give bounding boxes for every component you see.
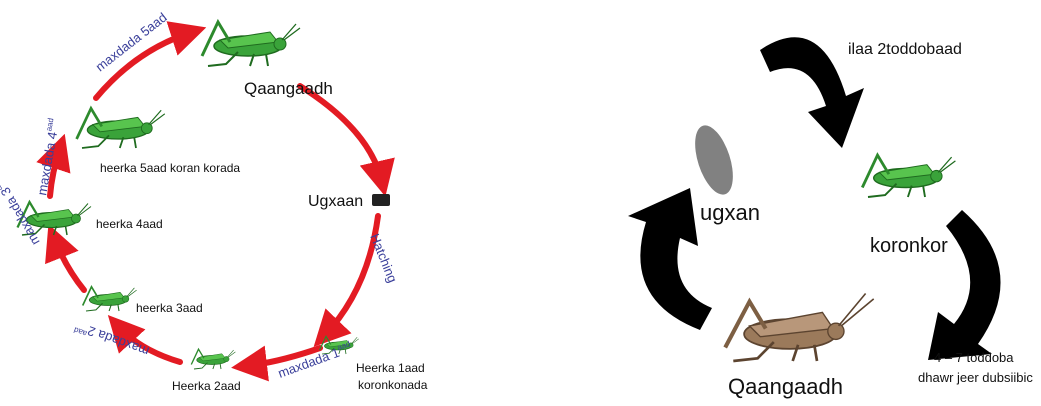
duration-2-label: maxdada 2aad — [73, 319, 151, 361]
arrow-nymph-to-adult — [928, 210, 1001, 360]
stage-adult-label: Qaangaadh — [244, 79, 333, 98]
nymph5-grasshopper-icon — [75, 107, 167, 150]
arrow-n2-to-n3 — [107, 314, 183, 365]
arrow-egg-to-n1 — [313, 213, 381, 347]
nymph2-grasshopper-icon — [190, 348, 237, 370]
right-adult-label: Qaangaadh — [728, 374, 843, 399]
stage-n1-label-a: Heerka 1aad — [356, 361, 425, 375]
nymph3-grasshopper-icon — [81, 285, 138, 312]
adult-grasshopper-left-icon — [200, 20, 302, 68]
right-duration-1-label: 4 – 7 toddoba — [934, 350, 1014, 365]
arrow-egg-to-nymph — [760, 37, 864, 148]
stage-n2-label: Heerka 2aad — [172, 379, 241, 393]
arrow-adult-to-egg — [297, 83, 395, 197]
egg-pod-icon — [372, 194, 390, 206]
right-nymph-label: koronkor — [870, 235, 948, 257]
left-cycle-arrows — [36, 21, 395, 382]
right-cycle-arrows — [628, 37, 1001, 360]
stage-n4-label: heerka 4aad — [96, 217, 163, 231]
right-egg-label: ugxan — [700, 200, 760, 225]
nymph-grasshopper-icon — [860, 153, 957, 199]
arrow-n5-to-adult — [93, 21, 207, 101]
arrow-n4-to-n5 — [36, 133, 71, 199]
arrow-adult-to-egg — [628, 188, 712, 330]
right-top-duration-label: ilaa 2toddobaad — [848, 41, 962, 58]
stage-n1-label-b: koronkonada — [358, 378, 428, 392]
hatching-label: Hatching — [367, 232, 400, 285]
stage-egg-label: Ugxaan — [308, 193, 363, 210]
right-duration-2-label: dhawr jeer dubsiibic — [918, 370, 1033, 385]
svg-text:maxdada 2aad: maxdada 2aad — [73, 319, 151, 361]
stage-n3-label: heerka 3aad — [136, 301, 203, 315]
stage-n5-label: heerka 5aad koran korada — [100, 161, 240, 175]
arrow-n1-to-n2 — [231, 345, 323, 382]
arrow-n3-to-n4 — [45, 224, 87, 293]
egg-icon — [695, 125, 733, 195]
adult-grasshopper-right-icon — [723, 292, 875, 363]
